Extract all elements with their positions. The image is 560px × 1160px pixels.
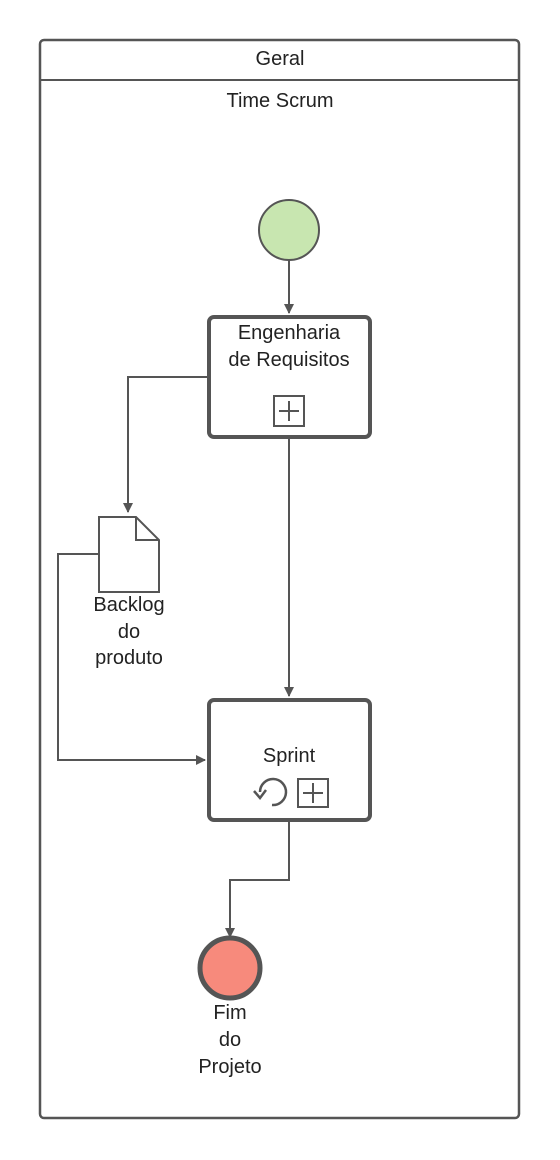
- pool[interactable]: Geral Time Scrum: [38, 38, 521, 1120]
- document-fold: [135, 517, 159, 541]
- task-label: Sprint: [263, 745, 316, 767]
- end-event-circle: [197, 935, 263, 1001]
- lane-title: Time Scrum: [226, 90, 333, 112]
- start-event[interactable]: [258, 199, 320, 261]
- flow-backlog-to-sprint[interactable]: [57, 553, 206, 765]
- document-icon: [98, 516, 160, 593]
- task-label-line-1: Engenharia: [238, 322, 341, 344]
- end-event-label-line-3: Projeto: [198, 1056, 261, 1078]
- loop-icon[interactable]: [253, 777, 288, 807]
- task-box: [207, 698, 372, 822]
- pool-title: Geral: [256, 48, 305, 70]
- data-object-label-line-2: do: [118, 621, 140, 643]
- end-event-label-line-1: Fim: [213, 1002, 246, 1024]
- subprocess-icon[interactable]: [297, 778, 329, 808]
- flows: [57, 260, 294, 938]
- data-object-label-line-1: Backlog: [93, 594, 164, 616]
- pool-border: [38, 38, 521, 1120]
- data-object-backlog[interactable]: Backlog do produto: [93, 516, 165, 669]
- end-event[interactable]: Fim do Projeto: [197, 935, 263, 1078]
- task-sprint[interactable]: Sprint: [207, 698, 372, 822]
- task-engenharia-de-requisitos[interactable]: Engenharia de Requisitos: [207, 315, 372, 439]
- subprocess-icon[interactable]: [273, 395, 305, 427]
- task-label-line-2: de Requisitos: [228, 349, 349, 371]
- task-box: [207, 315, 372, 439]
- data-object-label-line-3: produto: [95, 647, 163, 669]
- flow-engenharia-to-backlog[interactable]: [123, 376, 209, 513]
- end-event-label-line-2: do: [219, 1029, 241, 1051]
- flow-sprint-to-end[interactable]: [225, 821, 290, 938]
